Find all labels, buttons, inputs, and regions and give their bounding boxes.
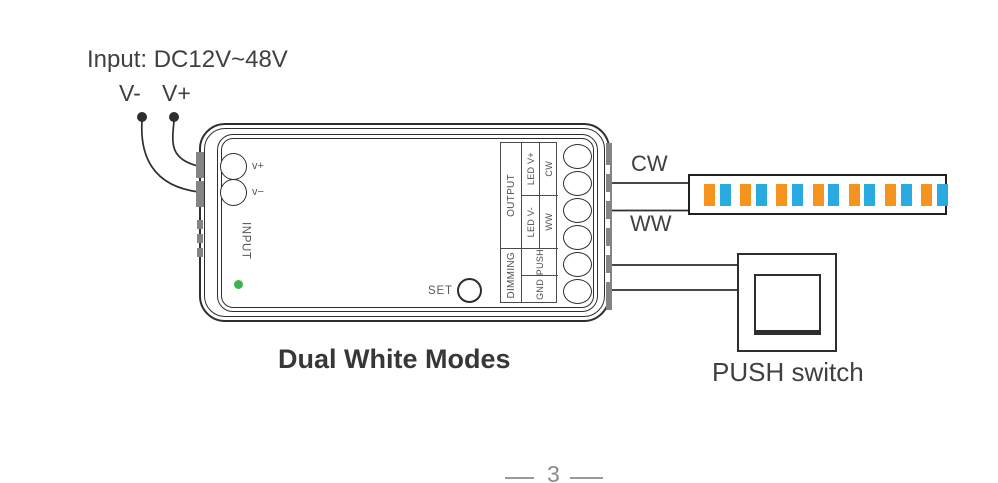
push-switch bbox=[737, 253, 837, 352]
cool-led-bar bbox=[900, 184, 912, 206]
v-minus-label: V- bbox=[119, 80, 141, 106]
v-plus-wire-dot bbox=[169, 112, 179, 122]
footer-rule-right bbox=[570, 477, 603, 479]
dimming-group-cell: DIMMING bbox=[501, 248, 521, 302]
page-number: 3 bbox=[547, 461, 560, 483]
footer-rule-left bbox=[505, 477, 534, 479]
v-plus-label: V+ bbox=[162, 80, 191, 106]
warm-led-bar bbox=[740, 184, 752, 206]
set-button bbox=[457, 278, 482, 303]
led-v-plus-label: LED V+ bbox=[525, 152, 536, 186]
wire-entry-tab bbox=[197, 248, 203, 257]
terminal-edge-strip bbox=[606, 143, 612, 310]
wire-entry-tab bbox=[197, 220, 203, 229]
controller-face-line bbox=[221, 138, 594, 308]
screw-terminal-v-plus bbox=[220, 153, 247, 180]
terminal-notch bbox=[606, 219, 610, 228]
terminal-notch bbox=[606, 246, 610, 255]
input-marking: INPUT bbox=[239, 222, 252, 260]
ww-pin-label: WW bbox=[544, 213, 554, 231]
cool-led-bar bbox=[755, 184, 767, 206]
ww-pin-cell: WW bbox=[539, 195, 558, 248]
output-terminals bbox=[563, 144, 592, 313]
warm-led-bar bbox=[848, 184, 860, 206]
led-strip bbox=[688, 174, 948, 215]
input-voltage-label: Input: DC12V~48V bbox=[87, 46, 288, 73]
cool-led-bar bbox=[791, 184, 803, 206]
led-v-minus-label: LED V- bbox=[525, 206, 536, 238]
terminal-notch bbox=[606, 273, 610, 282]
controller-face bbox=[217, 134, 598, 312]
page-title: Dual White Modes bbox=[278, 344, 511, 374]
cool-led-bar bbox=[864, 184, 876, 206]
terminal-notch bbox=[606, 165, 610, 174]
pin-label-table: OUTPUT LED V+ CW LED V- WW DIMMING PUSH … bbox=[500, 142, 558, 303]
v-plus-wire bbox=[172, 120, 199, 167]
screw-terminal bbox=[563, 144, 592, 169]
output-group-cell: OUTPUT bbox=[501, 143, 521, 248]
gnd-pin-cell: GND bbox=[521, 275, 558, 302]
screw-terminal bbox=[563, 198, 592, 223]
cw-pin-cell: CW bbox=[539, 143, 558, 195]
gnd-pin-label: GND bbox=[535, 278, 545, 300]
dimming-group-label: DIMMING bbox=[505, 252, 517, 299]
led-v-minus-cell: LED V- bbox=[521, 195, 539, 248]
output-group-label: OUTPUT bbox=[505, 174, 517, 217]
screw-terminal bbox=[563, 279, 592, 304]
push-pin-label: PUSH bbox=[535, 248, 545, 276]
screw-terminal-v-minus bbox=[220, 179, 247, 206]
warm-led-bar bbox=[776, 184, 788, 206]
cool-led-bar bbox=[828, 184, 840, 206]
terminal-v-plus-label: v+ bbox=[252, 160, 264, 172]
cool-led-bar bbox=[719, 184, 731, 206]
screw-terminal bbox=[563, 252, 592, 277]
terminal-notch bbox=[606, 192, 610, 201]
cw-wire-label: CW bbox=[631, 151, 668, 176]
wire-entry-tab bbox=[196, 181, 204, 207]
warm-led-bar bbox=[812, 184, 824, 206]
cool-led-bar bbox=[936, 184, 948, 206]
wire-entry-tab bbox=[196, 152, 204, 178]
set-button-label: SET bbox=[428, 285, 453, 297]
push-switch-label: PUSH switch bbox=[712, 357, 864, 387]
push-pin-cell: PUSH bbox=[521, 248, 558, 275]
controller-shell-line bbox=[204, 128, 605, 317]
v-minus-wire-dot bbox=[137, 112, 147, 122]
wire-entry-tab bbox=[197, 234, 203, 243]
ww-wire-label: WW bbox=[630, 211, 672, 236]
warm-led-bar bbox=[704, 184, 715, 206]
status-led bbox=[234, 280, 243, 289]
warm-led-bar bbox=[921, 184, 933, 206]
warm-led-bar bbox=[885, 184, 896, 206]
screw-terminal bbox=[563, 171, 592, 196]
v-minus-wire bbox=[140, 120, 200, 193]
cw-pin-label: CW bbox=[544, 161, 554, 177]
push-switch-button bbox=[754, 274, 821, 335]
screw-terminal bbox=[563, 225, 592, 250]
led-v-plus-cell: LED V+ bbox=[521, 143, 539, 195]
terminal-v-minus-label: v− bbox=[252, 186, 264, 198]
